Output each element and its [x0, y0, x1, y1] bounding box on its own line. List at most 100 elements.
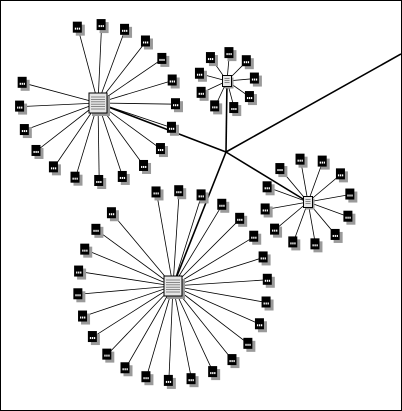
file-icon[interactable] — [151, 186, 164, 201]
leaf-edge — [77, 27, 99, 104]
file-icon[interactable] — [335, 168, 348, 183]
file-icon[interactable] — [117, 170, 130, 185]
leaf-edge — [82, 285, 174, 317]
file-icon[interactable] — [70, 171, 83, 186]
file-icon[interactable] — [155, 143, 168, 158]
file-icon[interactable] — [224, 47, 237, 62]
file-icon[interactable] — [227, 354, 240, 369]
file-icon[interactable] — [140, 35, 153, 50]
leaf-edge — [20, 102, 99, 108]
connection-lines — [20, 25, 401, 381]
file-icon[interactable] — [166, 121, 179, 136]
leaf-edge — [172, 285, 267, 303]
file-icon[interactable] — [170, 98, 183, 113]
file-icon[interactable] — [270, 223, 283, 238]
file-icon[interactable] — [91, 223, 104, 238]
document-icon[interactable] — [88, 92, 110, 116]
leaf-edge — [172, 218, 241, 287]
file-icon[interactable] — [120, 362, 133, 377]
trunk-edge — [225, 53, 401, 153]
file-icon[interactable] — [262, 273, 275, 288]
file-icon[interactable] — [241, 55, 254, 70]
file-icon[interactable] — [243, 337, 256, 352]
file-icon[interactable] — [194, 67, 207, 82]
trunk-edge — [172, 151, 227, 287]
leaf-edge — [97, 29, 126, 104]
file-icon[interactable] — [80, 243, 93, 258]
file-icon[interactable] — [217, 198, 230, 213]
file-icon[interactable] — [139, 159, 152, 174]
file-icon[interactable] — [48, 161, 61, 176]
file-icon[interactable] — [288, 236, 301, 251]
file-icon[interactable] — [78, 310, 91, 325]
leaf-edge — [79, 271, 174, 287]
file-icon[interactable] — [249, 72, 262, 87]
file-icon[interactable] — [275, 163, 288, 178]
file-icon[interactable] — [72, 21, 85, 36]
file-icon[interactable] — [295, 153, 308, 168]
file-icon[interactable] — [141, 371, 154, 386]
file-icon[interactable] — [262, 181, 275, 196]
file-icon[interactable] — [174, 185, 187, 200]
file-icon[interactable] — [330, 228, 343, 243]
file-icon[interactable] — [15, 100, 28, 115]
file-icon[interactable] — [19, 124, 32, 139]
trunk-edge — [97, 102, 227, 153]
file-icon[interactable] — [249, 230, 262, 245]
document-icon[interactable] — [303, 196, 315, 210]
leaf-edge — [274, 201, 309, 230]
file-icon[interactable] — [205, 52, 218, 67]
leaf-edge — [111, 212, 174, 287]
file-icon[interactable] — [73, 288, 86, 303]
file-icon[interactable] — [345, 188, 358, 203]
document-icon[interactable] — [222, 75, 234, 89]
leaf-edge — [22, 82, 99, 104]
file-icon[interactable] — [74, 265, 87, 280]
file-icon[interactable] — [210, 100, 223, 115]
file-icon[interactable] — [94, 174, 107, 189]
leaf-edge — [307, 161, 324, 203]
file-icon[interactable] — [244, 91, 257, 106]
file-icon[interactable] — [317, 155, 330, 170]
file-icon[interactable] — [120, 23, 133, 38]
leaf-edge — [172, 204, 223, 287]
file-icon[interactable] — [163, 374, 176, 389]
leaf-edge — [168, 285, 174, 381]
leaf-edge — [97, 102, 173, 129]
leaf-edge — [146, 285, 174, 378]
file-nodes — [15, 19, 358, 389]
file-icon[interactable] — [87, 331, 100, 346]
file-icon[interactable] — [260, 203, 273, 218]
leaf-edge — [172, 195, 202, 287]
document-icon[interactable] — [163, 275, 185, 299]
leaf-edge — [172, 285, 214, 373]
file-icon[interactable] — [254, 318, 267, 333]
leaf-edge — [97, 102, 176, 105]
file-icon[interactable] — [157, 52, 170, 67]
leaf-edge — [85, 249, 174, 287]
file-icon[interactable] — [229, 102, 242, 117]
file-icon[interactable] — [258, 251, 271, 266]
file-icon[interactable] — [196, 86, 209, 101]
hub-nodes — [88, 75, 315, 299]
file-icon[interactable] — [17, 76, 30, 91]
leaf-edge — [24, 102, 99, 131]
leaf-edge — [97, 80, 173, 104]
leaf-edge — [36, 102, 99, 152]
file-icon[interactable] — [235, 212, 248, 227]
file-icon[interactable] — [186, 373, 199, 388]
leaf-edge — [172, 285, 192, 380]
file-icon[interactable] — [208, 366, 221, 381]
file-icon[interactable] — [106, 207, 119, 222]
file-icon[interactable] — [310, 238, 323, 253]
file-icon[interactable] — [261, 296, 274, 311]
file-icon[interactable] — [196, 189, 209, 204]
leaf-edge — [172, 285, 261, 325]
leaf-edge — [78, 285, 174, 295]
file-icon[interactable] — [96, 19, 109, 34]
file-icon[interactable] — [343, 210, 356, 225]
file-icon[interactable] — [102, 348, 115, 363]
file-icon[interactable] — [31, 144, 44, 159]
file-icon[interactable] — [167, 74, 180, 89]
